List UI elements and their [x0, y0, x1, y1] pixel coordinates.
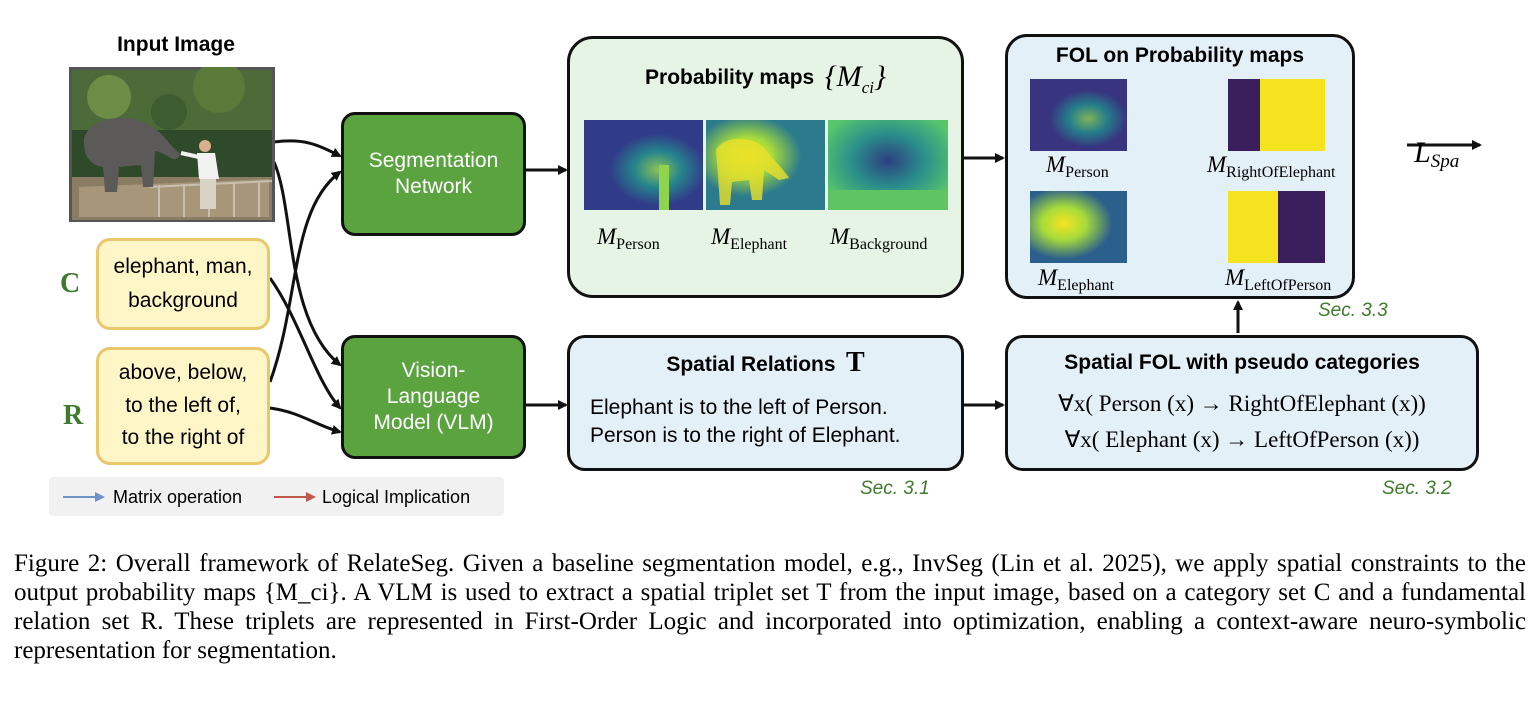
relation-line-2: to the left of, — [125, 393, 241, 417]
loss-label: LSpa — [1414, 136, 1460, 172]
legend-matrix-label: Matrix operation — [113, 487, 243, 507]
fol-formula-1: ∀x( Person (x) → RightOfElephant (x)) — [1058, 391, 1426, 416]
input-image — [69, 67, 275, 222]
spatial-relations-title: Spatial Relations — [666, 353, 836, 376]
figure-caption: Figure 2: Overall framework of RelateSeg… — [14, 549, 1526, 665]
relation-line-3: to the right of — [121, 426, 245, 450]
legend-logical-label: Logical Implication — [322, 487, 471, 507]
spatial-relations-text: Elephant is to the left of Person. Perso… — [590, 394, 901, 450]
heatmap-strip — [584, 120, 948, 210]
segmentation-network-block: Segmentation Network — [341, 112, 526, 236]
map-label-elephant: MElephant — [711, 224, 788, 253]
set-sub: ci — [861, 78, 874, 97]
probability-maps-set: {Mci} — [824, 60, 886, 97]
fol-label-right-of-elephant: MRightOfElephant — [1207, 152, 1336, 181]
caption-text: Figure 2: Overall framework of RelateSeg… — [14, 550, 1526, 664]
probability-maps-title: Probability maps — [645, 66, 815, 89]
fol-label-person: MPerson — [1046, 152, 1109, 181]
seg-net-line-2: Network — [394, 175, 473, 198]
set-open: {M — [824, 60, 862, 93]
framework-diagram: Input Image C R elephant, man, backgroun… — [49, 33, 1482, 516]
category-line-1: elephant, man, — [113, 255, 253, 279]
map-label-person: MPerson — [597, 224, 660, 253]
category-set-box: elephant, man, background — [96, 238, 270, 330]
seg-net-line-1: Segmentation — [368, 148, 499, 172]
relation-set-box: above, below, to the left of, to the rig… — [96, 347, 270, 465]
input-image-title: Input Image — [117, 33, 235, 56]
vlm-line-2: Language — [386, 384, 481, 408]
fol-map-right-of-elephant — [1228, 79, 1325, 151]
spatial-fol-formulas: ∀x( Person (x) → RightOfElephant (x)) ∀x… — [1005, 386, 1479, 458]
vlm-line-3: Model (VLM) — [373, 411, 494, 435]
set-close: } — [873, 60, 886, 93]
fol-label-elephant: MElephant — [1038, 265, 1115, 294]
section-3-3: Sec. 3.3 — [1318, 300, 1388, 321]
vlm-block: Vision- Language Model (VLM) — [341, 335, 526, 459]
heatmap-background — [828, 120, 948, 210]
section-3-2: Sec. 3.2 — [1382, 478, 1452, 499]
fol-map-elephant — [1030, 191, 1127, 263]
map-label-background: MBackground — [830, 224, 928, 253]
spatial-relations-header: Spatial Relations T — [567, 347, 964, 379]
heatmap-elephant — [706, 120, 825, 210]
triplet-symbol: T — [845, 347, 865, 378]
relation-line-1: above, below, — [118, 361, 248, 385]
fol-map-left-of-person — [1228, 191, 1325, 263]
legend: Matrix operation Logical Implication — [49, 477, 504, 516]
fol-maps-title: FOL on Probability maps — [1055, 44, 1305, 67]
category-line-2: background — [128, 289, 238, 312]
vlm-line-1: Vision- — [401, 358, 466, 382]
heatmap-person — [584, 120, 703, 210]
probability-maps-header: Probability maps {Mci} — [567, 60, 964, 98]
relation-sentence-2: Person is to the right of Elephant. — [590, 424, 901, 447]
fol-label-left-of-person: MLeftOfPerson — [1225, 265, 1332, 294]
spatial-fol-panel — [1005, 335, 1479, 471]
section-3-1: Sec. 3.1 — [860, 478, 930, 499]
logic-arrow-swatch — [274, 492, 316, 502]
relation-set-label: R — [63, 400, 84, 431]
matrix-arrow-swatch — [63, 492, 105, 502]
spatial-fol-title: Spatial FOL with pseudo categories — [1064, 351, 1420, 374]
spatial-relations-panel — [567, 335, 964, 471]
fol-maps-grid — [1030, 79, 1325, 263]
category-set-label: C — [60, 268, 81, 299]
fol-map-person — [1030, 79, 1127, 151]
fol-formula-2: ∀x( Elephant (x) → LeftOfPerson (x)) — [1064, 427, 1420, 452]
relation-sentence-1: Elephant is to the left of Person. — [590, 396, 888, 419]
